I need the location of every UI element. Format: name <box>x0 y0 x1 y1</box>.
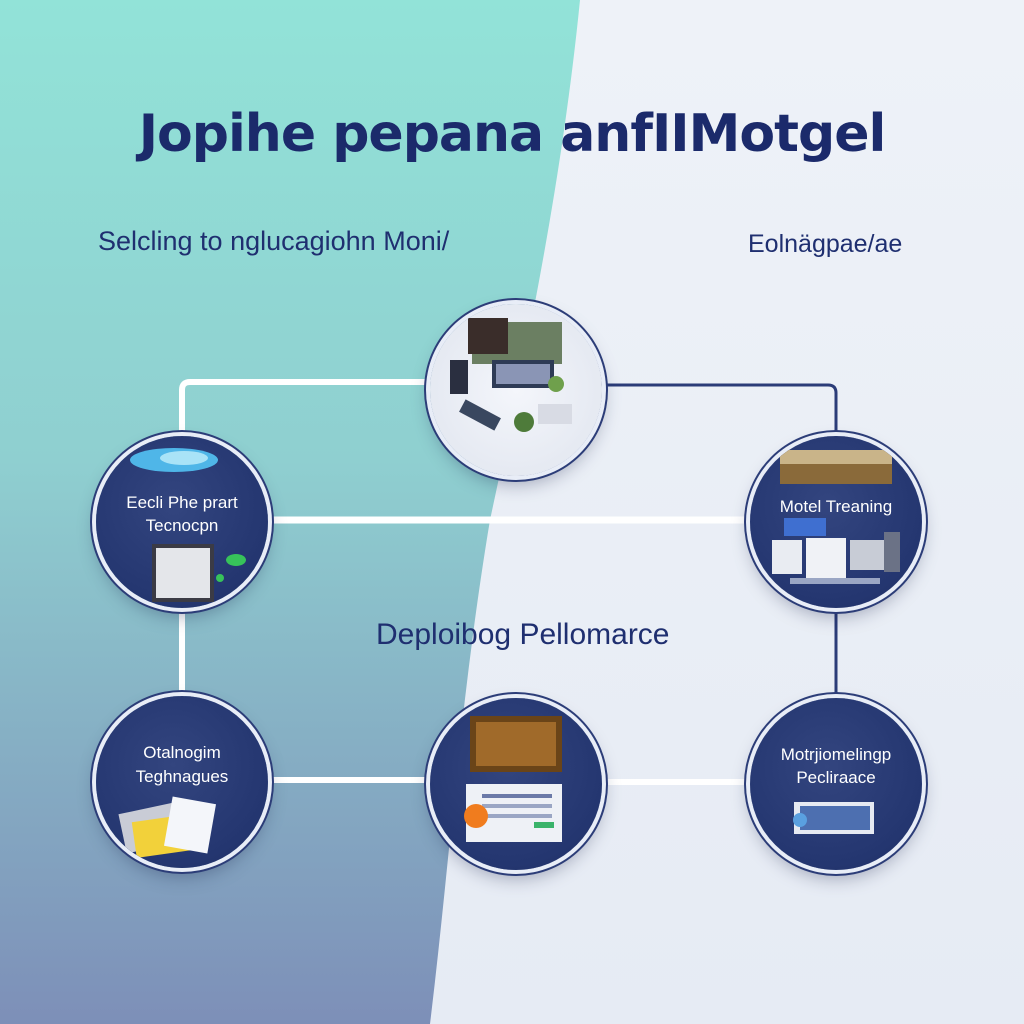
center-label: Deploibog Pellomarce <box>376 618 670 651</box>
page-title: Jopihe pepana anfIIMotgel <box>138 104 887 164</box>
subtitle-left: Selcling to nglucagiohn Moni/ <box>98 226 450 256</box>
node-right-bottom-label-2: Pecliraace <box>796 768 876 787</box>
node-right-top[interactable]: Motel Treaning <box>750 436 922 608</box>
node-bottom-center[interactable] <box>430 698 602 870</box>
node-left-top-label-2: Tecnocpn <box>145 516 219 535</box>
node-right-bottom[interactable]: Motrjiomelingp Pecliraace <box>750 698 922 870</box>
node-left-top-label-1: Eecli Phe prart <box>126 493 238 512</box>
subtitle-right: Eolnägpae/ae <box>748 230 903 258</box>
device-and-tablet-icon <box>130 448 246 602</box>
node-left-bottom[interactable]: Otalnogim Teghnagues <box>96 696 268 868</box>
report-documents-icon <box>464 716 562 842</box>
node-left-bottom-label-2: Teghnagues <box>135 767 229 786</box>
connector-top-right <box>600 383 838 442</box>
workspace-collage-icon <box>450 318 572 432</box>
papers-icon <box>118 796 217 858</box>
node-right-top-label: Motel Treaning <box>779 497 893 516</box>
node-right-bottom-label-1: Motrjiomelingp <box>780 745 892 764</box>
dashboard-screens-icon <box>772 450 900 584</box>
hub-node[interactable] <box>430 304 602 476</box>
node-left-top[interactable]: Eecli Phe prart Tecnocpn <box>96 436 268 608</box>
monitor-panel-icon <box>793 802 874 834</box>
node-left-bottom-label-1: Otalnogim <box>143 743 221 762</box>
connector-top-loop <box>179 379 429 523</box>
